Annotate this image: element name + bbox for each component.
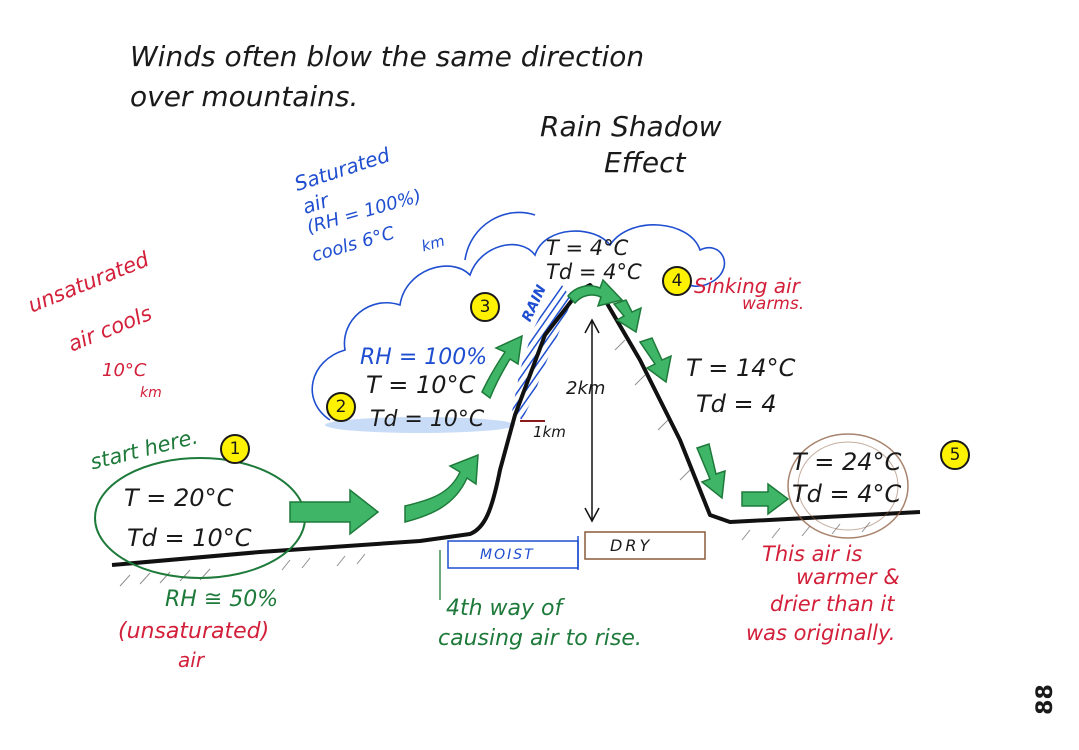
step-5-badge: 5 — [940, 440, 970, 470]
sinking-air-note-line-2: warms. — [742, 294, 805, 314]
ground-and-mountain — [111, 283, 921, 567]
height-arrow-bottom-head — [584, 507, 600, 523]
center-note-line-1: 4th way of — [446, 596, 563, 621]
step-1-badge: 1 — [220, 434, 250, 464]
start-air-parcel-outline — [94, 457, 306, 579]
unsaturated-label-line-2: air — [178, 648, 205, 672]
start-rh-label: RH ≅ 50% — [165, 587, 279, 612]
diagram-title-line-2: Effect — [604, 146, 686, 179]
arrow-flow-4 — [612, 299, 643, 334]
dry-label: DRY — [610, 536, 653, 555]
step-4-temperature: T = 4°C — [546, 236, 629, 260]
step-3-badge: 3 — [470, 292, 500, 322]
arrow-flow-6 — [695, 443, 726, 500]
step-1-dewpoint: Td = 10°C — [127, 524, 252, 552]
right-note-line-4: was originally. — [746, 621, 896, 645]
air-flow-arrows — [289, 278, 790, 536]
mountaintop-cloud — [464, 211, 536, 261]
left-note-rate: 10°C — [102, 360, 147, 381]
page-number: 88 — [1032, 684, 1058, 715]
right-note-line-2: warmer & — [796, 565, 900, 589]
one-km-label: 1km — [533, 423, 566, 441]
left-note-unit: km — [140, 385, 162, 401]
right-note-line-3: drier than it — [770, 592, 895, 616]
descent-temperature: T = 14°C — [686, 354, 796, 382]
arrow-flow-7 — [741, 482, 790, 516]
dry-bar — [584, 531, 706, 560]
step-4-dewpoint: Td = 4°C — [546, 260, 642, 284]
descent-dewpoint: Td = 4 — [696, 390, 777, 418]
right-note-line-1: This air is — [762, 542, 863, 566]
ground-hatching — [119, 339, 871, 587]
arrow-flow-2 — [404, 453, 479, 523]
two-km-label: 2km — [566, 378, 606, 399]
step-2-rh: RH = 100% — [360, 345, 488, 370]
header-line-1: Winds often blow the same direction — [130, 40, 645, 73]
header-line-2: over mountains. — [130, 80, 359, 113]
step-5-temperature: T = 24°C — [792, 448, 902, 476]
windward-cloud — [311, 224, 726, 421]
arrow-flow-top — [567, 278, 624, 308]
step-4-badge: 4 — [662, 266, 692, 296]
arrow-flow-5 — [638, 337, 673, 384]
step-5-dewpoint: Td = 4°C — [792, 480, 902, 508]
diagram-title-line-1: Rain Shadow — [540, 110, 722, 143]
moist-label: MOIST — [480, 547, 535, 563]
arrow-flow-3 — [481, 334, 523, 400]
step-1-temperature: T = 20°C — [124, 484, 234, 512]
final-air-parcel-outline — [787, 433, 909, 539]
sinking-air-note-line-1: Sinking air — [694, 274, 800, 298]
step-2-badge: 2 — [326, 392, 356, 422]
arrow-flow-1 — [289, 488, 380, 536]
step-2-dewpoint: Td = 10°C — [370, 407, 485, 432]
unsaturated-label-line-1: (unsaturated) — [118, 619, 270, 644]
cloud-base-shading — [325, 417, 515, 433]
center-note-line-2: causing air to rise. — [438, 626, 642, 651]
final-air-parcel-outline-inner — [797, 441, 899, 531]
step-2-temperature: T = 10°C — [366, 371, 476, 399]
height-arrow-top-head — [584, 318, 600, 334]
